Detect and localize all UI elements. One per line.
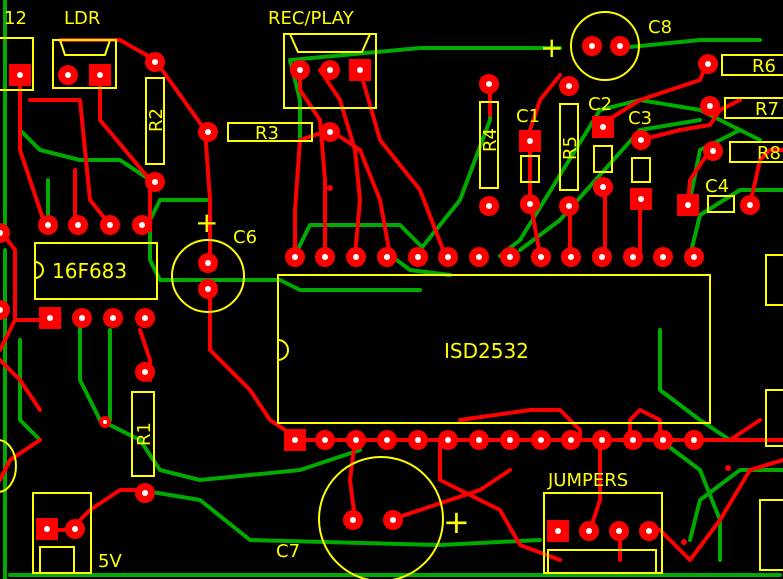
c7-plus: + [443, 503, 470, 541]
c7-outline [318, 456, 444, 579]
mcu-outline [34, 242, 158, 300]
c3-outline [631, 157, 651, 183]
ldr-outline [52, 39, 117, 89]
right-connector-bottom [759, 499, 783, 571]
r6-outline [721, 54, 783, 76]
c8-label: C8 [648, 17, 672, 38]
c8-plus: + [540, 31, 563, 64]
c4-label: C4 [705, 176, 729, 197]
r4-label: R4 [480, 128, 501, 152]
r4-outline [479, 101, 499, 189]
isd-label: ISD2532 [444, 339, 529, 363]
top-copper-traces [0, 38, 783, 562]
mcu-label: 16F683 [52, 259, 127, 283]
right-connector-mid [765, 389, 783, 447]
jumpers-label: JUMPERS [547, 470, 628, 491]
c3-label: C3 [628, 108, 652, 129]
c6-label: C6 [233, 227, 257, 248]
r6-label: R6 [752, 56, 776, 77]
pwr-label: 5V [98, 551, 122, 572]
c6-plus: + [195, 206, 218, 239]
r7-label: R7 [755, 99, 779, 120]
r2-outline [145, 77, 165, 165]
r2-label: R2 [146, 108, 167, 132]
recplay-outline [283, 33, 377, 109]
pads [0, 36, 760, 545]
isd-outline [277, 274, 711, 424]
r1-label: R1 [134, 422, 155, 446]
c2-label: C2 [588, 94, 612, 115]
connector-12-outline [0, 37, 34, 91]
right-connector-top [765, 254, 783, 306]
c6-outline [171, 239, 245, 313]
left-partial-outline [0, 439, 17, 493]
r3-label: R3 [255, 123, 279, 144]
c1-label: C1 [516, 106, 540, 127]
recplay-label: REC/PLAY [268, 8, 355, 29]
connector-12-label: 12 [4, 8, 27, 29]
silkscreen: 12 LDR REC/PLAY C8 + R6 R7 R8 C4 R2 R3 R… [0, 8, 783, 579]
c7-label: C7 [276, 541, 300, 562]
c1-outline [520, 155, 540, 183]
c8-outline [570, 11, 640, 81]
r1-outline [131, 391, 155, 477]
r8-label: R8 [757, 143, 781, 164]
c2-outline [593, 145, 613, 173]
r8-outline [729, 141, 783, 163]
bottom-copper-traces [3, 0, 783, 579]
r7-outline [724, 97, 783, 119]
c4-outline [707, 195, 735, 213]
r3-outline [227, 122, 313, 142]
r5-outline [559, 103, 579, 191]
ldr-label: LDR [64, 8, 100, 29]
r5-label: R5 [560, 136, 581, 160]
